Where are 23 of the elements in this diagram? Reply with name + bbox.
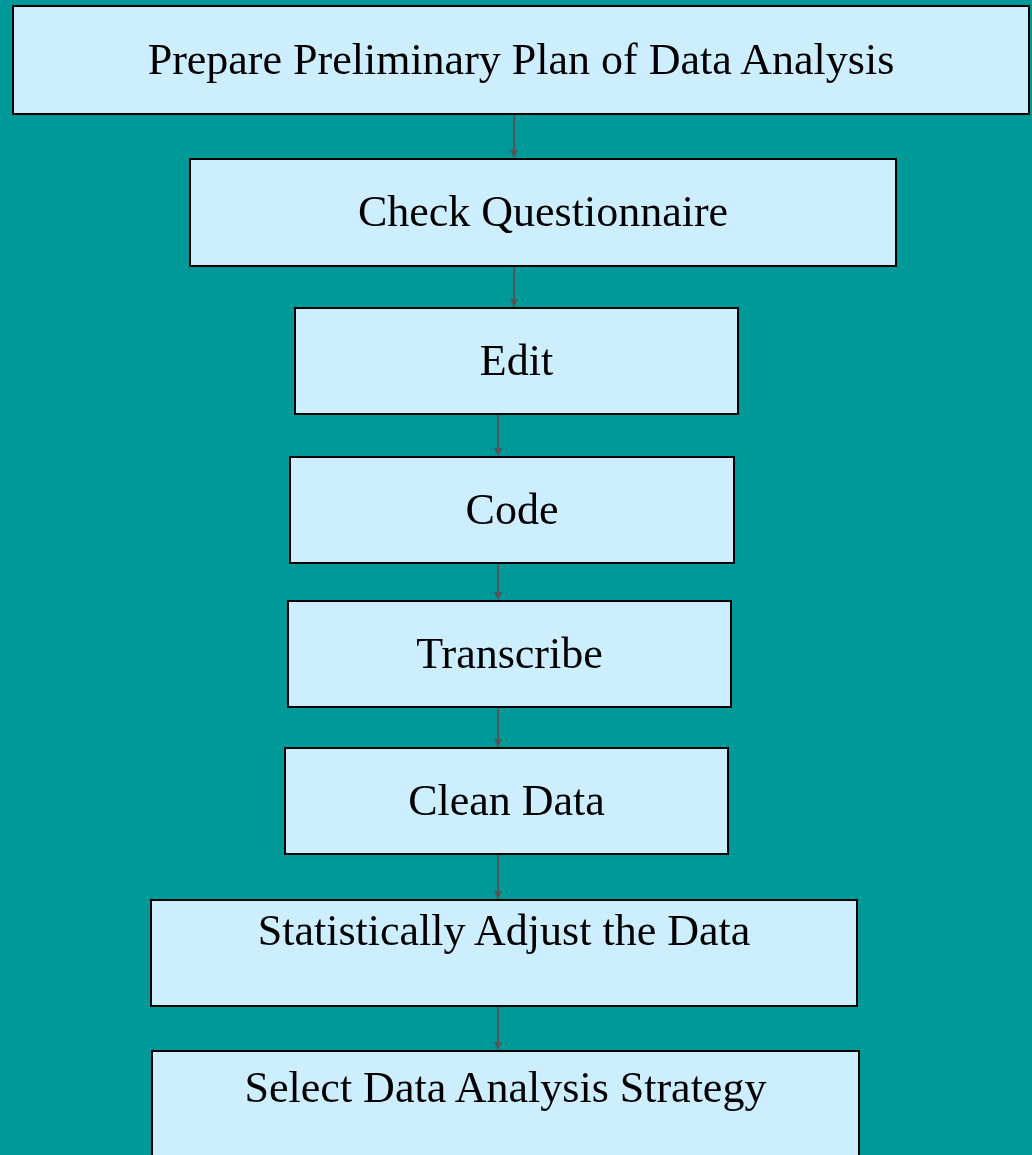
process-box xyxy=(151,1050,860,1155)
arrow xyxy=(494,414,502,456)
step-label: Select Data Analysis Strategy xyxy=(244,1064,767,1113)
arrow xyxy=(494,563,502,600)
step-label: Clean Data xyxy=(408,776,605,826)
process-box xyxy=(294,307,739,415)
step-label: Check Questionnaire xyxy=(357,188,729,237)
arrow xyxy=(494,1006,502,1050)
process-box xyxy=(284,747,729,855)
process-box xyxy=(287,600,732,708)
process-box xyxy=(189,158,897,267)
process-box xyxy=(289,456,735,564)
step-label: Code xyxy=(465,485,559,535)
step-label: Transcribe xyxy=(416,629,603,679)
arrow xyxy=(510,114,518,158)
process-box xyxy=(150,899,858,1007)
step-label: Statistically Adjust the Data xyxy=(257,907,751,956)
arrow xyxy=(494,707,502,747)
process-box xyxy=(12,5,1030,115)
arrow xyxy=(494,854,502,899)
arrow xyxy=(510,266,518,307)
step-label: Edit xyxy=(479,336,554,386)
step-label: Prepare Preliminary Plan of Data Analysis xyxy=(147,35,895,85)
